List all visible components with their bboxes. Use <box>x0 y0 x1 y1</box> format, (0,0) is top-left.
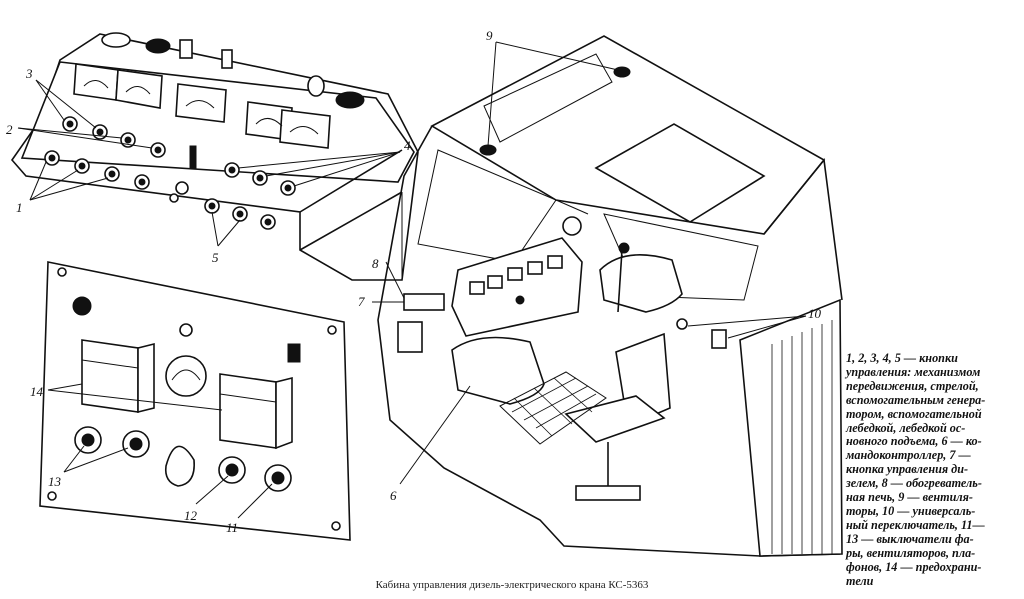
callout-7: 7 <box>358 294 365 309</box>
legend-line: ный переключатель, 11— <box>846 517 985 532</box>
callout-5: 5 <box>212 250 219 265</box>
top-control-panel <box>10 32 419 281</box>
legend-line: управления: механизмом <box>846 364 981 379</box>
callout-9: 9 <box>486 28 493 43</box>
callout-13: 13 <box>48 474 62 489</box>
cabin-drawing <box>372 35 843 557</box>
callout-11: 11 <box>226 520 238 535</box>
callout-6: 6 <box>390 488 397 503</box>
figure-caption: Кабина управления дизель-электрического … <box>375 579 649 591</box>
callout-14: 14 <box>30 384 44 399</box>
callout-10: 10 <box>808 306 822 321</box>
legend-line: ры, вентиляторов, пла- <box>846 545 976 560</box>
floor-mat <box>499 371 607 445</box>
legend-line: передвижения, стрелой, <box>846 378 979 393</box>
legend-line: кнопка управления ди- <box>846 462 969 477</box>
side-hatching <box>771 320 833 554</box>
callout-12: 12 <box>184 508 198 523</box>
legend-line: тели <box>846 573 874 588</box>
panel-leaders <box>17 79 401 247</box>
legend-line: 1, 2, 3, 4, 5 — кнопки <box>846 351 958 365</box>
legend-line: тором, вспомогательной <box>846 406 982 421</box>
callout-labels: 3 2 1 4 5 14 13 12 11 9 8 7 6 10 <box>6 28 822 535</box>
panel-buttons <box>44 116 296 230</box>
legend-line: фонов, 14 — предохрани- <box>846 559 982 574</box>
legend-line: новного подъема, 6 — ко- <box>846 434 982 449</box>
panel-gauges <box>73 63 331 149</box>
seats <box>451 254 683 501</box>
callout-4: 4 <box>404 138 411 153</box>
legend-line: торы, 10 — универсаль- <box>846 503 976 518</box>
legend-line: 13 — выключатели фа- <box>846 531 974 546</box>
dashboard-gauges <box>469 216 582 305</box>
callout-3: 3 <box>25 66 33 81</box>
panel-switches <box>74 426 292 492</box>
legend-line: мандоконтроллер, 7 — <box>846 448 971 463</box>
legend-line: вспомогательным генера- <box>846 392 986 407</box>
legend-line: ная печь, 9 — вентиля- <box>846 490 973 505</box>
legend-text: 1, 2, 3, 4, 5 — кнопки управления: механ… <box>846 351 1022 588</box>
legend-line: лебедкой, лебедкой ос- <box>846 420 966 435</box>
fuse-panel <box>39 261 351 541</box>
callout-8: 8 <box>372 256 379 271</box>
callout-2: 2 <box>6 122 13 137</box>
panel-top-lamps <box>101 32 365 109</box>
legend-line: зелем, 8 — обогреватель- <box>846 476 982 491</box>
fuse-boxes <box>81 339 293 450</box>
callout-1: 1 <box>16 200 23 215</box>
